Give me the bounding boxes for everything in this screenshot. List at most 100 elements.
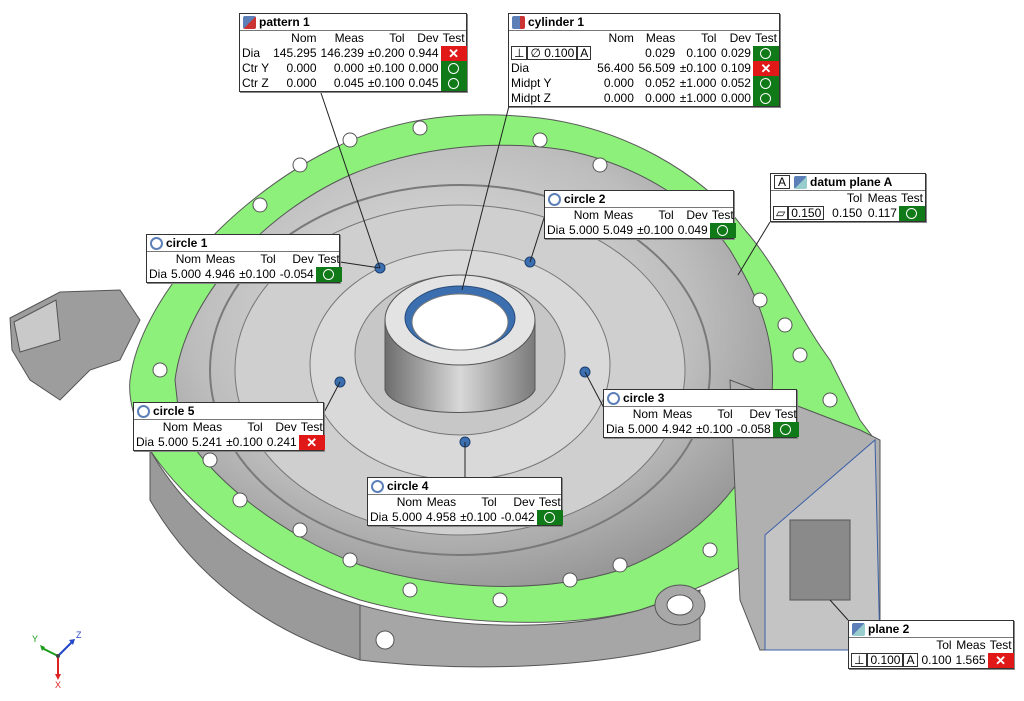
row-label: Midpt Y [511,76,552,90]
circle-1-title: circle 1 [166,235,208,250]
col-header: Meas [603,208,634,222]
table-row: Dia 5.000 5.241 ±0.100 0.241 ✕ [134,435,325,450]
meas-value: 56.509 [638,61,676,75]
pattern-1-table: Nom Meas Tol Dev Test Dia 145.295 146.23… [240,31,467,91]
dev-value: -0.042 [500,510,535,524]
col-header: Nom [632,407,659,421]
tol-value: 0.150 [832,206,863,220]
circle-feature-icon [150,236,163,250]
col-header: Test [900,191,923,205]
tol-value: ±0.100 [239,267,276,281]
row-label: Midpt Z [511,91,552,105]
cylinder-1-annotation[interactable]: cylinder 1 Nom Meas Tol Dev Test ⊥∅ 0.10… [508,13,780,107]
cylinder-1-title: cylinder 1 [528,14,585,29]
col-header: Tol [481,495,497,509]
cylinder-feature-icon [512,15,525,29]
plane-feature-icon [852,622,865,636]
circle-4-table: Nom Meas Tol Dev Test Dia 5.000 4.958 ±0… [368,495,563,525]
plane-2-header[interactable]: plane 2 [849,621,1013,638]
meas-value: 0.052 [645,76,676,90]
circle-5-annotation[interactable]: circle 5 Nom Meas Tol Dev Test Dia 5.000… [133,402,325,451]
circle-3-annotation[interactable]: circle 3 Nom Meas Tol Dev Test Dia 5.000… [603,389,799,438]
fcf-row: ▱0.150 0.150 0.117 [771,206,925,221]
col-header [545,208,567,223]
circle-4-annotation[interactable]: circle 4 Nom Meas Tol Dev Test Dia 5.000… [367,477,563,526]
col-header: Meas [867,191,897,205]
table-row: Dia 5.000 5.049 ±0.100 0.049 [545,223,736,238]
meas-value: 0.000 [333,61,364,75]
col-header: Dev [729,31,751,45]
col-header: Test [538,495,561,509]
datum-plane-a-annotation[interactable]: A datum plane A Tol Meas Test ▱0.150 0.1… [770,173,926,222]
row-label: Dia [606,422,625,436]
row-label: Ctr Y [242,61,270,75]
circle-3-table: Nom Meas Tol Dev Test Dia 5.000 4.942 ±0… [604,407,799,437]
triad-x-label: X [55,680,61,688]
col-header: Tol [247,420,263,434]
col-header [509,31,595,46]
tol-value: ±1.000 [679,76,717,90]
table-row: Dia 5.000 4.958 ±0.100 -0.042 [368,510,563,525]
pattern-1-annotation[interactable]: pattern 1 Nom Meas Tol Dev Test Dia 145.… [239,13,467,92]
dev-value: 0.045 [408,76,439,90]
diameter-symbol: ∅ [530,46,541,60]
circle-1-annotation[interactable]: circle 1 Nom Meas Tol Dev Test Dia 5.000… [146,234,342,283]
meas-value: 5.241 [192,435,223,449]
col-header: Dev [686,208,708,222]
circle-2-annotation[interactable]: circle 2 Nom Meas Tol Dev Test Dia 5.000… [544,190,736,239]
datum-plane-a-header[interactable]: A datum plane A [771,174,925,191]
circle-3-header[interactable]: circle 3 [604,390,796,407]
meas-value: 0.029 [645,46,676,60]
datum-letter-box: A [774,175,791,189]
tol-value: ±0.100 [460,510,497,524]
col-header [240,31,271,46]
triad-z-label: Z [76,630,82,640]
meas-value: 0.000 [645,91,676,105]
table-row: Midpt Z 0.000 0.000 ±1.000 0.000 [509,91,779,106]
meas-value: 0.045 [333,76,364,90]
plane-2-title: plane 2 [868,621,910,636]
test-pass-icon [440,76,467,91]
table-row: Ctr Z 0.000 0.045 ±0.100 0.045 [240,76,467,91]
nom-value: 145.295 [273,46,317,60]
dev-value: 0.000 [408,61,439,75]
dev-value: 0.029 [720,46,751,60]
circle-2-title: circle 2 [564,191,606,206]
datum-plane-a-table: Tol Meas Test ▱0.150 0.150 0.117 [771,191,925,221]
col-header: Nom [291,31,317,45]
col-header: Meas [662,407,693,421]
col-header: Test [989,638,1012,652]
col-header [368,495,390,510]
col-header: Meas [205,252,236,266]
pattern-1-header[interactable]: pattern 1 [240,14,466,31]
meas-value: 5.049 [603,223,634,237]
row-label: Dia [511,61,530,75]
circle-1-header[interactable]: circle 1 [147,235,339,252]
test-pass-icon [315,267,342,282]
meas-value: 146.239 [320,46,364,60]
perpendicularity-symbol: ⊥ [511,46,528,60]
circle-feature-icon [137,404,150,418]
nom-value: 5.000 [628,422,659,436]
pattern-feature-icon [243,15,256,29]
col-header: Tol [717,407,733,421]
nom-value: 5.000 [392,510,423,524]
col-header: Meas [334,31,364,45]
dev-value: -0.058 [736,422,771,436]
plane-feature-icon [794,175,808,189]
test-fail-icon: ✕ [440,46,467,61]
circle-4-header[interactable]: circle 4 [368,478,561,495]
col-header: Meas [192,420,223,434]
perpendicularity-symbol: ⊥ [851,653,868,667]
circle-2-header[interactable]: circle 2 [545,191,733,208]
circle-5-header[interactable]: circle 5 [134,403,323,420]
pattern-1-title: pattern 1 [259,14,310,29]
nom-value: 56.400 [597,61,634,75]
table-row: Dia 5.000 4.946 ±0.100 -0.054 [147,267,342,282]
cylinder-1-header[interactable]: cylinder 1 [509,14,779,31]
circle-4-title: circle 4 [387,478,429,493]
table-row: Dia 5.000 4.942 ±0.100 -0.058 [604,422,799,437]
